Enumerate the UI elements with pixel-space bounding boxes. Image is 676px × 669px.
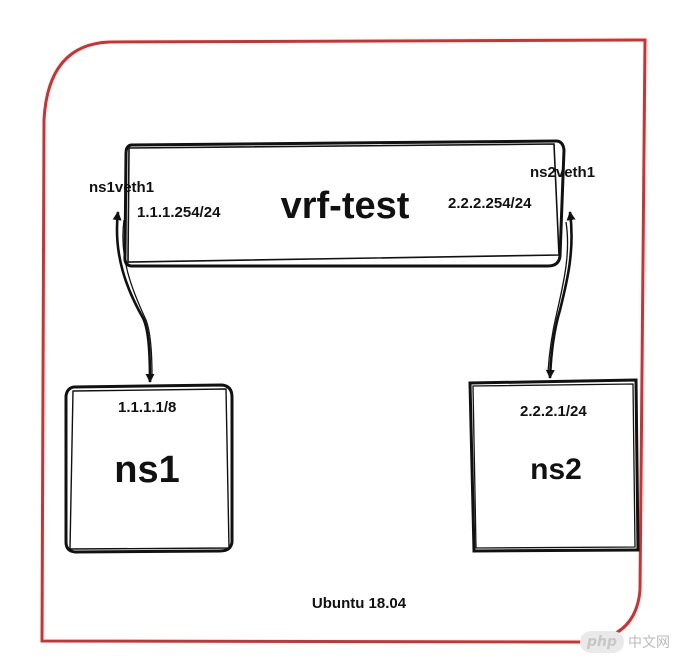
watermark-text: 中文网 (628, 635, 670, 651)
ns1-box (64, 383, 234, 554)
ns1-ip: 1.1.1.1/8 (118, 399, 176, 416)
vrf-left-ip: 1.1.1.254/24 (137, 204, 221, 221)
ns1veth1-label: ns1veth1 (89, 179, 154, 196)
ns1-name: ns1 (114, 449, 179, 491)
site-watermark: php 中文网 (580, 631, 670, 653)
ns2-vrf-link (545, 211, 576, 379)
ns2veth1-label: ns2veth1 (530, 164, 595, 181)
host-label: Ubuntu 18.04 (312, 595, 407, 612)
ns2-box (468, 378, 640, 553)
host-boundary (40, 38, 647, 644)
ns1-vrf-link (112, 211, 155, 383)
vrf-name: vrf-test (281, 185, 410, 227)
php-logo-icon: php (580, 631, 624, 653)
ns2-name: ns2 (530, 453, 582, 486)
vrf-right-ip: 2.2.2.254/24 (448, 195, 532, 212)
ns2-ip: 2.2.2.1/24 (520, 403, 587, 420)
